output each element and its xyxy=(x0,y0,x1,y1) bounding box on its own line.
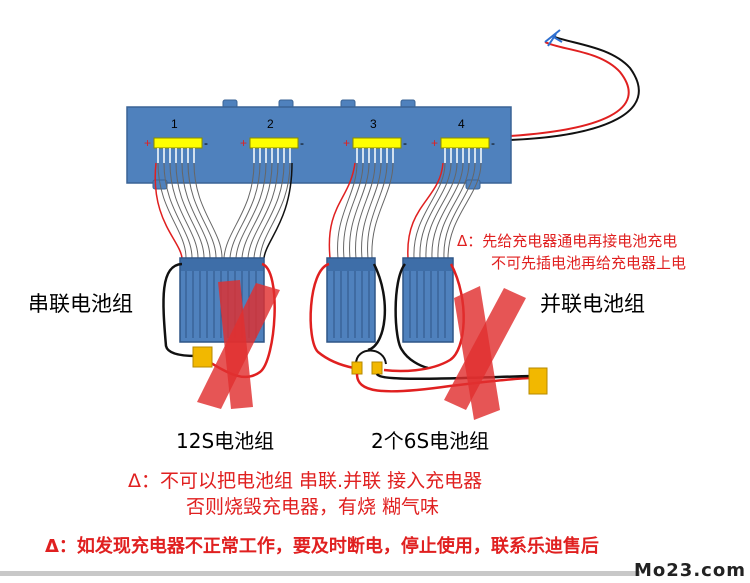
label-series-pack: 串联电池组 xyxy=(28,292,133,316)
balance-leads-6s-b xyxy=(413,162,482,259)
port-number-1: 1 xyxy=(171,117,178,131)
label-6s-packs: 2个6S电池组 xyxy=(371,429,490,453)
main-lead-black xyxy=(394,263,429,370)
parallel-adapter-red xyxy=(355,373,533,393)
lead-red xyxy=(154,162,183,259)
balance-port-4 xyxy=(440,137,490,163)
port-number-3: 3 xyxy=(370,117,377,131)
prohibited-cross-icon xyxy=(444,286,526,420)
footer-divider xyxy=(0,571,640,576)
warning-power-order-line2: 不可先插电池再给充电器上电 xyxy=(491,254,687,272)
port-4-plus: + xyxy=(431,136,438,150)
main-lead-black xyxy=(367,263,387,352)
balance-port-1 xyxy=(153,137,203,163)
label-parallel-pack: 并联电池组 xyxy=(540,292,645,316)
balance-port-2 xyxy=(249,137,299,163)
plug-icon xyxy=(544,29,563,47)
lead-red xyxy=(407,162,444,259)
lead-red xyxy=(328,162,356,259)
balance-leads-6s-a xyxy=(337,162,394,259)
xt60-connector-output xyxy=(528,367,548,395)
xt-connector-a xyxy=(351,361,363,375)
port-1-minus: - xyxy=(204,136,208,150)
power-cable-red xyxy=(509,41,630,137)
port-2-plus: + xyxy=(240,136,247,150)
port-3-minus: - xyxy=(403,136,407,150)
port-2-minus: - xyxy=(300,136,304,150)
prohibited-cross-icon xyxy=(197,280,280,409)
port-1-plus: + xyxy=(144,136,151,150)
balance-port-3 xyxy=(352,137,402,163)
warning-abnormal-operation: Δ：如发现充电器不正常工作，要及时断电，停止使用，联系乐迪售后 xyxy=(45,536,599,557)
power-cable-black xyxy=(509,35,640,141)
xt-connector-b xyxy=(371,361,383,375)
warning-no-series-parallel-line2: 否则烧毁充电器，有烧 糊气味 xyxy=(186,496,440,518)
port-4-minus: - xyxy=(491,136,495,150)
main-lead-red xyxy=(309,262,355,370)
port-number-4: 4 xyxy=(458,117,465,131)
port-number-2: 2 xyxy=(267,117,274,131)
label-12s-pack: 12S电池组 xyxy=(176,429,275,453)
battery-pack-6s-a xyxy=(326,257,376,343)
balance-leads-12s xyxy=(157,162,291,259)
lead-black xyxy=(263,162,293,259)
parallel-adapter-black xyxy=(355,349,387,365)
port-3-plus: + xyxy=(343,136,350,150)
warning-power-order-line1: Δ：先给充电器通电再接电池充电 xyxy=(457,232,678,250)
main-lead-black xyxy=(162,262,197,358)
watermark-logo: Mo23.com xyxy=(634,560,746,581)
warning-no-series-parallel-line1: Δ：不可以把电池组 串联.并联 接入充电器 xyxy=(128,470,483,492)
battery-pack-6s-b xyxy=(402,257,454,343)
warning-no-series-parallel: Δ：不可以把电池组 串联.并联 接入充电器 否则烧毁充电器，有烧 糊气味 xyxy=(128,468,482,520)
parallel-adapter-black xyxy=(375,373,533,381)
warning-power-order: Δ：先给充电器通电再接电池充电 不可先插电池再给充电器上电 xyxy=(457,230,686,274)
xt60-connector-12s xyxy=(192,346,213,368)
